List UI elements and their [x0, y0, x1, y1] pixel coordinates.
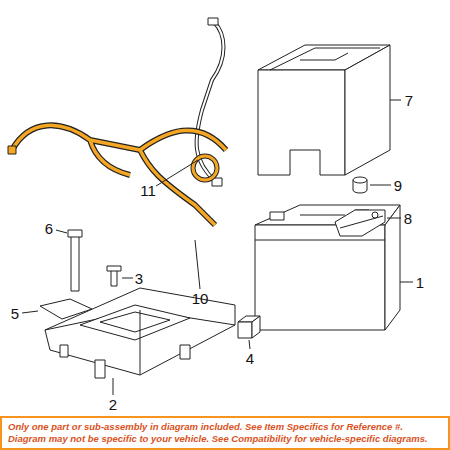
notice-text: Only one part or sub-assembly in diagram… — [8, 421, 442, 445]
callout-number: 9 — [394, 178, 402, 193]
callout-number: 11 — [140, 183, 156, 198]
battery-tray — [45, 288, 235, 378]
callout-number: 10 — [192, 291, 209, 306]
callout-number: 1 — [416, 275, 424, 290]
notice-box: Only one part or sub-assembly in diagram… — [0, 416, 450, 450]
tray-bracket — [238, 316, 260, 338]
screw — [107, 266, 121, 286]
battery-cable — [8, 125, 226, 225]
callout-number: 2 — [109, 397, 117, 412]
callout-number: 3 — [135, 271, 143, 286]
battery-cover — [258, 45, 390, 175]
terminal-cap — [353, 177, 367, 193]
callout-number: 6 — [45, 221, 53, 236]
callout-number: 8 — [404, 211, 412, 226]
callout-number: 5 — [11, 306, 19, 321]
callout-number: 4 — [246, 351, 254, 366]
hold-down-clamp — [335, 210, 385, 236]
callout-number: 7 — [405, 93, 413, 108]
leader-lines — [22, 100, 413, 395]
battery — [255, 205, 400, 330]
wiring-harness — [197, 18, 224, 186]
bolt — [68, 230, 82, 291]
